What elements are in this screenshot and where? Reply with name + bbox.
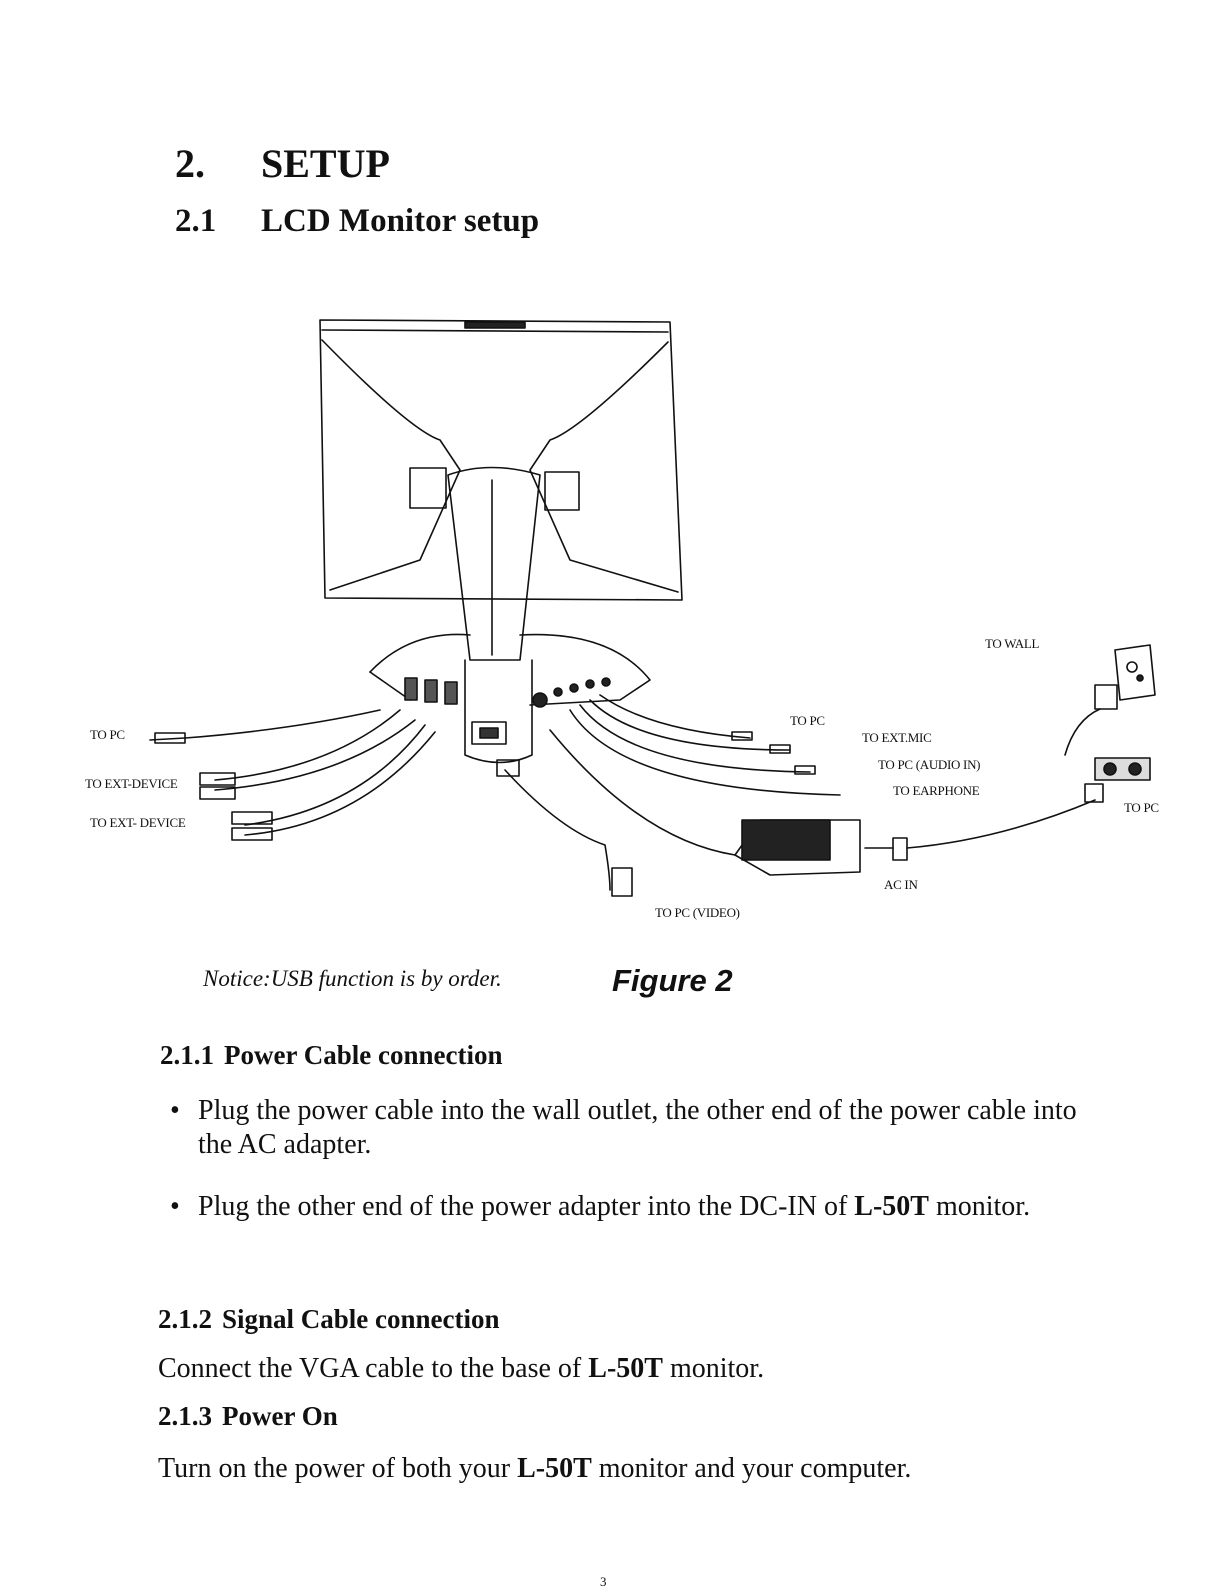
label-to-ext-mic: TO EXT.MIC xyxy=(862,730,932,745)
bullet-item-1: • Plug the power cable into the wall out… xyxy=(170,1094,1077,1164)
section-number: 2. xyxy=(175,141,205,186)
section-213-text: Turn on the power of both your L-50T mon… xyxy=(158,1452,911,1486)
label-to-pc-video: TO PC (VIDEO) xyxy=(655,905,740,920)
section-211-title: Power Cable connection xyxy=(224,1040,503,1070)
bullet-symbol: • xyxy=(170,1095,180,1126)
bullet-text-2-end: monitor. xyxy=(928,1191,1031,1222)
section-212-text: Connect the VGA cable to the base of L-5… xyxy=(158,1352,764,1386)
model-name: L-50T xyxy=(517,1453,592,1484)
section-213-text-part: Turn on the power of both your xyxy=(158,1453,518,1484)
label-to-earphone: TO EARPHONE xyxy=(893,783,980,798)
bullet-symbol: • xyxy=(170,1191,180,1222)
section-211-number: 2.1.1 xyxy=(160,1040,214,1070)
figure-caption: Figure 2 xyxy=(612,963,733,998)
section-213-heading: 2.1.3 Power On xyxy=(158,1401,338,1432)
section-212-heading: 2.1.2 Signal Cable connection xyxy=(158,1304,500,1335)
section-211-heading: 2.1.1 Power Cable connection xyxy=(160,1040,502,1071)
section-212-title: Signal Cable connection xyxy=(222,1304,500,1334)
usb-notice: Notice:USB function is by order. xyxy=(203,966,502,991)
monitor-rear-illustration xyxy=(149,319,1156,897)
model-name: L-50T xyxy=(588,1353,663,1384)
bullet-text-2-part: Plug the other end of the power adapter … xyxy=(198,1191,855,1222)
section-212-text-end: monitor. xyxy=(662,1353,765,1384)
label-to-ext-device-1: TO EXT-DEVICE xyxy=(85,776,178,791)
subsection-number: 2.1 xyxy=(175,203,217,239)
page-number: 3 xyxy=(600,1574,607,1589)
bullet-text-2: Plug the other end of the power adapter … xyxy=(198,1190,1078,1224)
bullet-item-2: • Plug the other end of the power adapte… xyxy=(170,1190,1070,1260)
model-name: L-50T xyxy=(854,1191,929,1222)
label-to-pc-right: TO PC xyxy=(1124,800,1159,815)
label-to-pc-audio-in: TO PC (AUDIO IN) xyxy=(878,757,981,772)
subsection-heading: 2.1 LCD Monitor setup xyxy=(175,203,539,240)
section-title: SETUP xyxy=(261,141,390,186)
label-to-pc-top: TO PC xyxy=(790,713,825,728)
section-213-text-end: monitor and your computer. xyxy=(591,1453,912,1484)
label-ac-in: AC IN xyxy=(884,877,918,892)
label-to-pc-usb: TO PC xyxy=(90,727,125,742)
bullet-text-1: Plug the power cable into the wall outle… xyxy=(198,1095,1077,1160)
label-to-wall: TO WALL xyxy=(985,636,1040,651)
section-213-title: Power On xyxy=(222,1401,338,1431)
section-212-text-part: Connect the VGA cable to the base of xyxy=(158,1353,589,1384)
section-heading: 2. SETUP xyxy=(175,140,390,187)
section-212-number: 2.1.2 xyxy=(158,1304,212,1334)
monitor-setup-diagram: TO PC TO EXT-DEVICE TO EXT- DEVICE TO PC… xyxy=(0,300,1224,940)
label-to-ext-device-2: TO EXT- DEVICE xyxy=(90,815,186,830)
subsection-title: LCD Monitor setup xyxy=(261,203,540,239)
section-213-number: 2.1.3 xyxy=(158,1401,212,1431)
